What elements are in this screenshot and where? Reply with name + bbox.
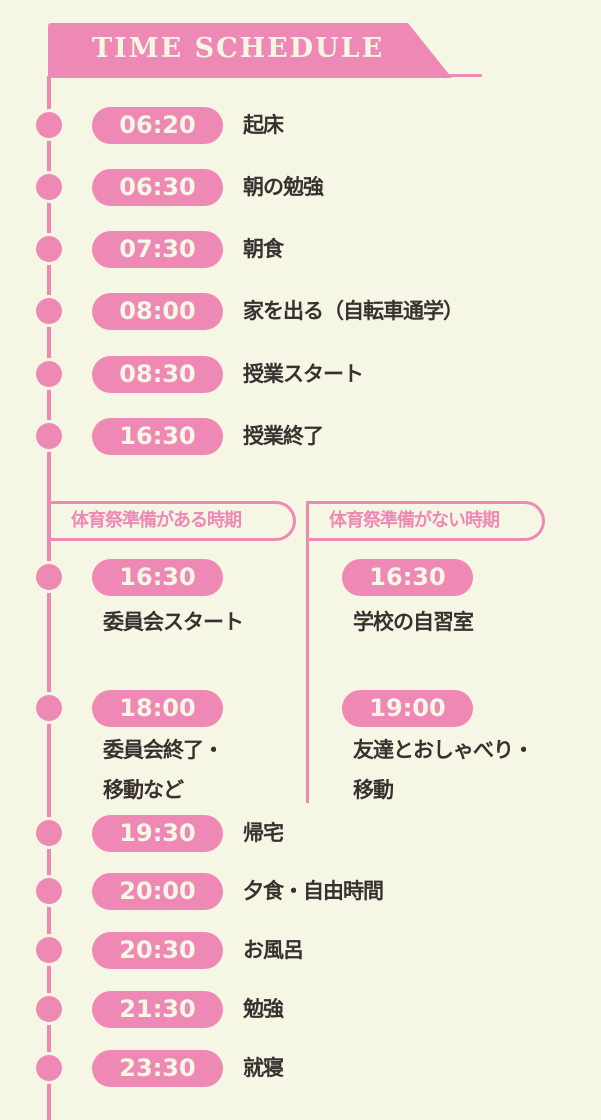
- time-pill: 16:30: [92, 418, 223, 455]
- timeline-dot: [36, 820, 62, 846]
- time-pill: 06:20: [92, 107, 223, 144]
- time-pill: 21:30: [92, 991, 223, 1028]
- event-label: お風呂: [243, 938, 304, 962]
- timeline-dot: [36, 878, 62, 904]
- timeline-dot: [36, 937, 62, 963]
- event-label: 起床: [243, 113, 284, 137]
- time-pill: 19:00: [342, 690, 473, 727]
- event-label: 委員会終了・: [103, 738, 224, 762]
- timeline-dot: [36, 298, 62, 324]
- event-label: 友達とおしゃべり・: [353, 738, 534, 762]
- timeline-dot: [36, 423, 62, 449]
- event-label: 帰宅: [243, 821, 284, 845]
- event-label: 就寝: [243, 1056, 284, 1080]
- page-title: TIME SCHEDULE: [92, 33, 385, 64]
- time-pill: 20:00: [92, 873, 223, 910]
- timeline-dot: [36, 361, 62, 387]
- timeline-line: [47, 76, 51, 1120]
- timeline-dot: [36, 112, 62, 138]
- timeline-dot: [36, 564, 62, 590]
- time-pill: 23:30: [92, 1050, 223, 1087]
- branch-line: [306, 501, 309, 803]
- event-label: 移動: [353, 778, 394, 802]
- event-label: 委員会スタート: [103, 610, 244, 634]
- time-pill: 18:00: [92, 690, 223, 727]
- event-label: 学校の自習室: [353, 610, 474, 634]
- title-banner: [48, 23, 452, 78]
- time-pill: 08:30: [92, 356, 223, 393]
- event-label: 夕食・自由時間: [243, 879, 384, 903]
- time-pill: 07:30: [92, 231, 223, 268]
- timeline-dot: [36, 695, 62, 721]
- timeline-dot: [36, 174, 62, 200]
- event-label: 勉強: [243, 997, 284, 1021]
- event-label: 朝食: [243, 237, 284, 261]
- branch-heading-with-prep: 体育祭準備がある時期: [49, 501, 296, 541]
- event-label: 授業スタート: [243, 362, 364, 386]
- timeline-dot: [36, 1055, 62, 1081]
- event-label: 朝の勉強: [243, 175, 324, 199]
- time-pill: 16:30: [92, 559, 223, 596]
- time-pill: 06:30: [92, 169, 223, 206]
- event-label: 移動など: [103, 778, 184, 802]
- timeline-dot: [36, 236, 62, 262]
- time-pill: 19:30: [92, 815, 223, 852]
- timeline-dot: [36, 996, 62, 1022]
- event-label: 授業終了: [243, 424, 324, 448]
- title-banner-underline: [440, 74, 482, 77]
- event-label: 家を出る（自転車通学）: [243, 299, 464, 323]
- branch-heading-without-prep: 体育祭準備がない時期: [307, 501, 545, 541]
- time-pill: 08:00: [92, 293, 223, 330]
- time-pill: 16:30: [342, 559, 473, 596]
- time-pill: 20:30: [92, 932, 223, 969]
